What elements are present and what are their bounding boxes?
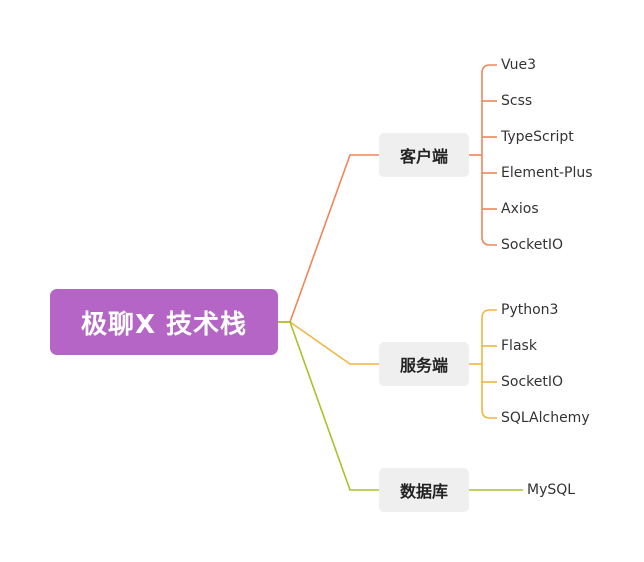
connector-root-server: [278, 321, 379, 365]
leaf-node-vue3[interactable]: Vue3: [501, 57, 537, 73]
leaf-node-mysql[interactable]: MySQL: [527, 482, 576, 498]
leaf-node-socketio-server[interactable]: SocketIO: [501, 374, 564, 390]
leaf-node-typescript[interactable]: TypeScript: [501, 129, 574, 145]
leaf-node-scss[interactable]: Scss: [501, 93, 533, 109]
branch-node-database[interactable]: 数据库: [379, 468, 469, 512]
server-leaf-connectors: [469, 309, 497, 419]
leaf-node-sqlalchemy[interactable]: SQLAlchemy: [501, 410, 590, 426]
leaf-node-flask[interactable]: Flask: [501, 338, 537, 354]
branch-node-server[interactable]: 服务端: [379, 342, 469, 386]
root-node[interactable]: 极聊X 技术栈: [50, 289, 278, 355]
leaf-node-socketio-client[interactable]: SocketIO: [501, 237, 564, 253]
leaf-node-element-plus[interactable]: Element-Plus: [501, 165, 593, 181]
client-leaf-connectors: [469, 64, 497, 246]
leaf-node-axios[interactable]: Axios: [501, 201, 539, 217]
connector-root-database: [278, 321, 379, 491]
leaf-node-python3[interactable]: Python3: [501, 302, 559, 318]
branch-node-client[interactable]: 客户端: [379, 133, 469, 177]
connector-root-client: [278, 154, 379, 323]
